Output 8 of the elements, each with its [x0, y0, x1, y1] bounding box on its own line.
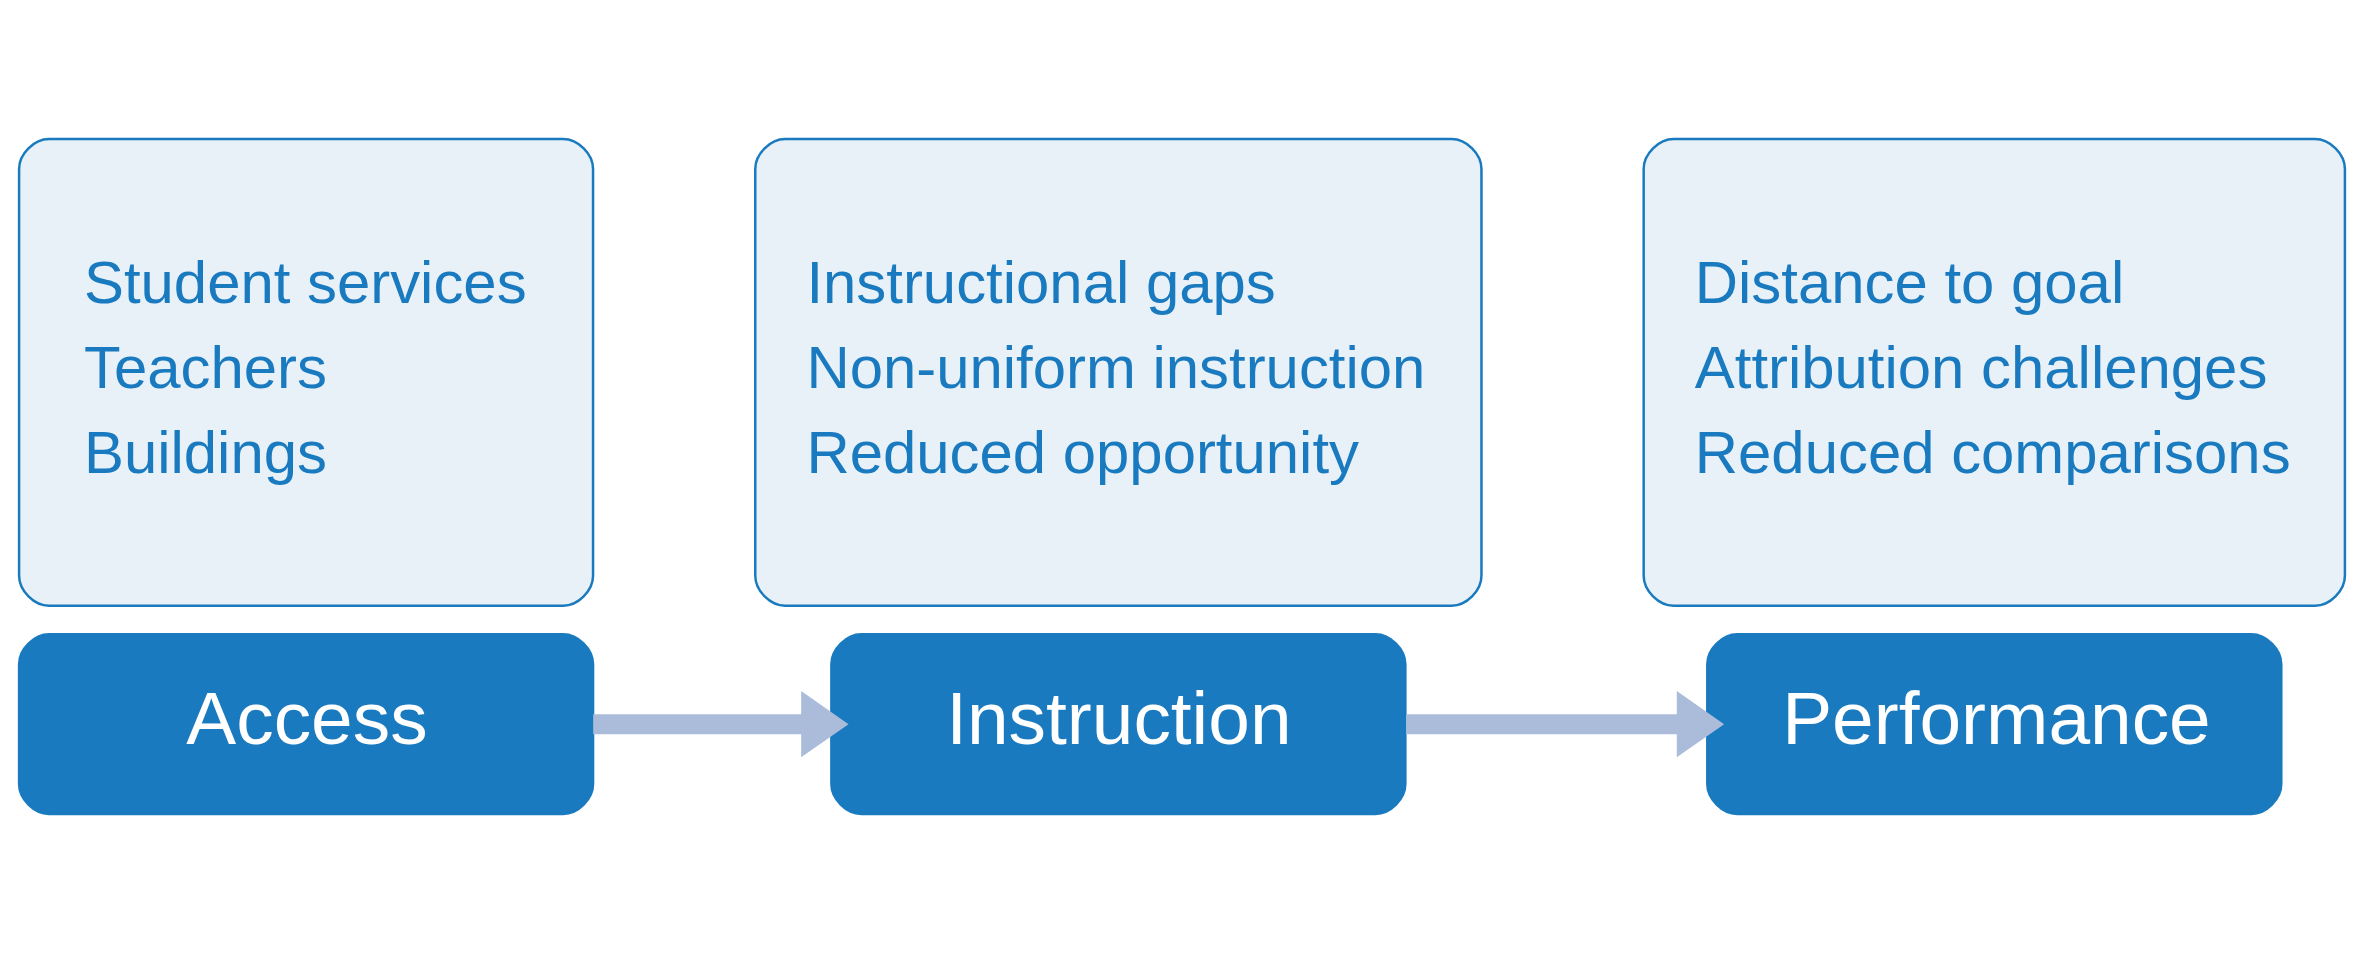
arrow — [1406, 691, 1725, 758]
node-box: Distance to goal Attribution challenges Reduced comparisons — [1642, 137, 2347, 607]
node-box: Student services Teachers Buildings — [17, 137, 595, 607]
arrow — [593, 691, 849, 758]
node-box: Performance — [1706, 633, 2283, 816]
node-box: Instruction — [830, 633, 1407, 816]
node-box: Instructional gaps Non-uniform instruction Reduced opportunity — [754, 137, 1483, 607]
node-box: Access — [17, 633, 595, 816]
